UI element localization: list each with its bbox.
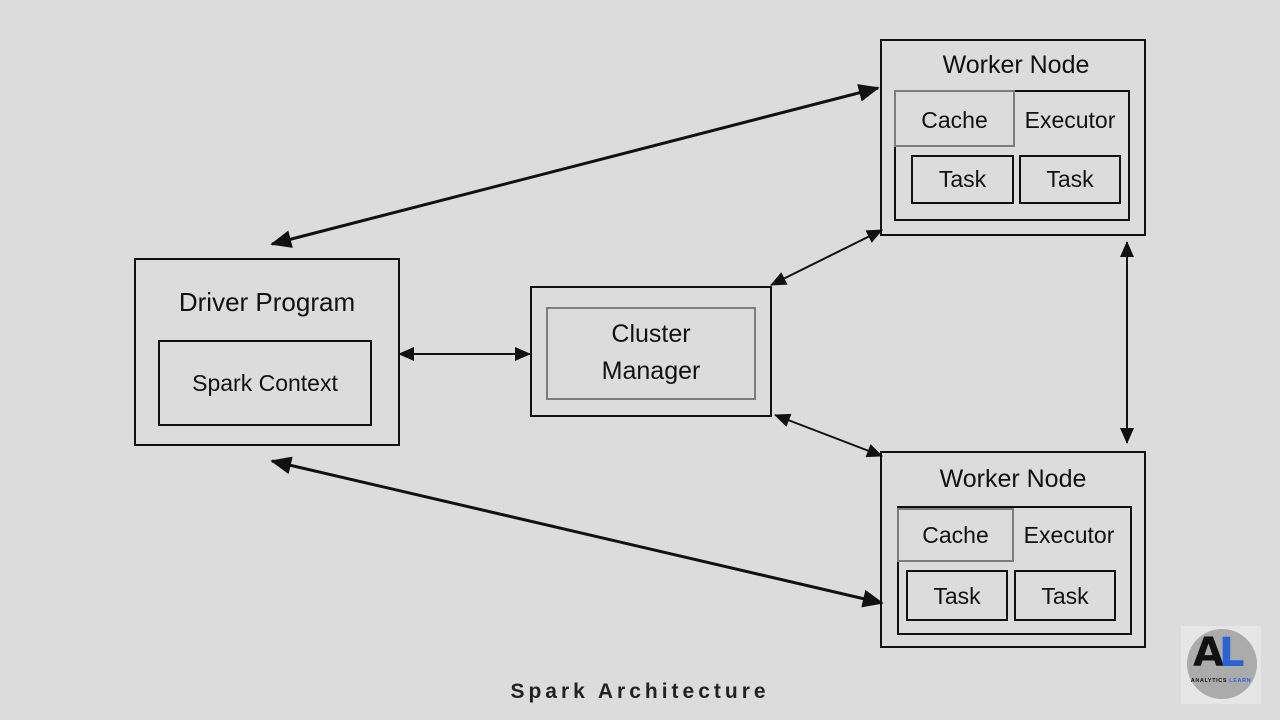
cache-bottom-label: Cache — [922, 522, 989, 548]
cluster-manager-box — [530, 286, 772, 417]
driver-program-title: Driver Program — [178, 287, 356, 317]
worker-node-bottom-box — [880, 451, 1146, 648]
cache-bottom-box — [897, 508, 1014, 562]
task-bottom-1-label: Task — [933, 583, 981, 609]
logo-text-analytics: ANALYTICS — [1190, 678, 1228, 684]
logo-text-learn: LEARN — [1229, 678, 1252, 684]
cluster-manager-label-line1: Cluster — [611, 320, 691, 348]
task-top-1-label: Task — [938, 166, 987, 192]
cluster-manager-inner-box — [546, 307, 756, 400]
arrow-cluster-manager-worker-top — [770, 229, 883, 286]
worker-node-top-box — [880, 39, 1146, 236]
arrow-driver-worker-top — [270, 84, 880, 248]
task-bottom-2-label: Task — [1041, 583, 1089, 609]
logo-circle — [1187, 629, 1257, 699]
task-top-2-label: Task — [1046, 166, 1094, 192]
driver-program-box — [134, 258, 400, 446]
task-top-2-box — [1019, 155, 1121, 204]
executor-bottom-label: Executor — [1023, 522, 1115, 548]
analytics-learn-logo: A L ANALYTICS LEARN — [1181, 626, 1261, 704]
task-bottom-1-box — [906, 570, 1008, 621]
executor-top-label: Executor — [1024, 107, 1116, 133]
cluster-manager-label-line2: Manager — [601, 357, 701, 385]
arrow-driver-worker-bottom — [270, 456, 884, 608]
cache-top-box — [894, 90, 1015, 147]
task-bottom-2-box — [1014, 570, 1116, 621]
task-top-1-box — [911, 155, 1014, 204]
executor-bottom-box — [897, 506, 1132, 635]
cache-top-label: Cache — [921, 107, 988, 133]
arrow-cluster-manager-worker-bottom — [774, 413, 883, 458]
worker-node-bottom-title: Worker Node — [939, 465, 1087, 493]
diagram-caption: Spark Architecture — [510, 680, 770, 703]
logo-letter-a: A — [1193, 630, 1224, 676]
spark-context-box — [158, 340, 372, 426]
spark-context-label: Spark Context — [192, 370, 338, 396]
logo-letter-l: L — [1219, 630, 1245, 676]
worker-node-top-title: Worker Node — [942, 51, 1090, 79]
logo-subtitle: ANALYTICS LEARN — [1181, 678, 1261, 684]
